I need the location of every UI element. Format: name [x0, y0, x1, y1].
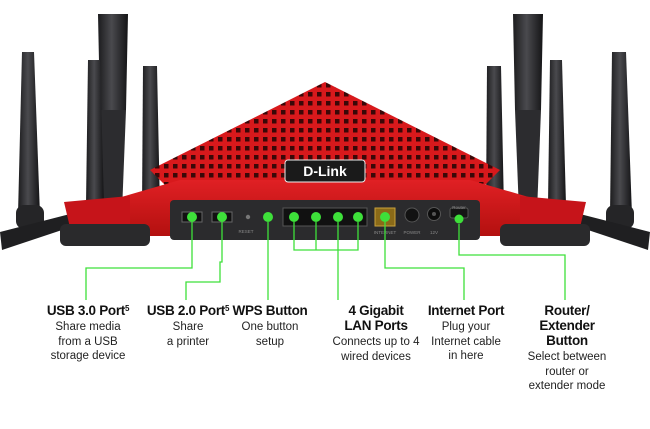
callout-lan: 4 Gigabit LAN Ports Connects up to 4 wir… — [322, 303, 430, 364]
callout-wps-desc: One button setup — [241, 321, 299, 348]
internet-leader — [384, 222, 465, 300]
lan-indicator-2 — [311, 212, 321, 222]
callout-usb3: USB 3.0 Port5 Share media from a USB sto… — [34, 303, 142, 364]
callout-usb3-desc: Share media from a USB storage device — [50, 321, 126, 362]
mode-leader — [458, 224, 566, 300]
svg-text:12V: 12V — [430, 230, 438, 235]
usb2-leader — [185, 222, 223, 300]
usb3-leader — [85, 222, 193, 300]
wps-button — [263, 212, 273, 222]
antenna-right-outer — [606, 52, 634, 229]
mode-indicator — [454, 214, 464, 224]
svg-text:D-Link: D-Link — [303, 163, 347, 179]
lan-indicator-1 — [289, 212, 299, 222]
lan-indicator-4 — [353, 212, 363, 222]
antenna-left-big — [86, 14, 128, 240]
callout-usb2-title: USB 2.0 Port5 — [146, 303, 230, 318]
callout-mode: Router/ Extender Button Select between r… — [514, 303, 620, 394]
usb3-indicator — [187, 212, 197, 222]
svg-text:Router: Router — [452, 205, 466, 210]
lan-indicator-3 — [333, 212, 343, 222]
svg-text:POWER: POWER — [403, 230, 421, 235]
lan-leader-bar — [293, 222, 359, 251]
dc-power-jack: 12V — [427, 207, 441, 235]
callout-internet-desc: Plug your Internet cable in here — [431, 321, 501, 362]
callout-mode-title: Router/ Extender Button — [539, 303, 595, 348]
callout-lines — [85, 222, 566, 300]
antenna-right-angled — [576, 214, 650, 250]
antenna-right-mid — [548, 60, 566, 205]
usb2-port — [211, 211, 233, 223]
mode-switch: Router — [449, 205, 469, 224]
power-button: POWER — [403, 207, 421, 235]
lan-ports — [282, 207, 368, 227]
internet-indicator — [380, 212, 390, 222]
callout-usb3-title: USB 3.0 Port5 — [46, 303, 130, 318]
antenna-left-outer — [16, 52, 44, 229]
antenna-left-mid — [86, 60, 104, 205]
svg-text:RESET: RESET — [238, 229, 253, 234]
usb2-indicator — [217, 212, 227, 222]
antenna-left-angled — [0, 214, 74, 250]
callout-lan-title: 4 Gigabit LAN Ports — [344, 303, 408, 333]
usb3-port — [181, 211, 203, 223]
callout-wps: WPS Button One button setup — [232, 303, 308, 349]
callout-mode-desc: Select between router or extender mode — [527, 351, 607, 392]
reset-button: RESET — [238, 214, 254, 234]
callout-usb2-desc: Share a printer — [166, 321, 210, 348]
callout-lan-desc: Connects up to 4 wired devices — [332, 336, 420, 363]
dlink-logo: D-Link — [284, 159, 366, 183]
callout-wps-title: WPS Button — [232, 303, 308, 318]
callout-internet: Internet Port Plug your Internet cable i… — [422, 303, 510, 364]
callout-internet-title: Internet Port — [427, 303, 505, 318]
callout-usb2: USB 2.0 Port5 Share a printer — [138, 303, 238, 349]
